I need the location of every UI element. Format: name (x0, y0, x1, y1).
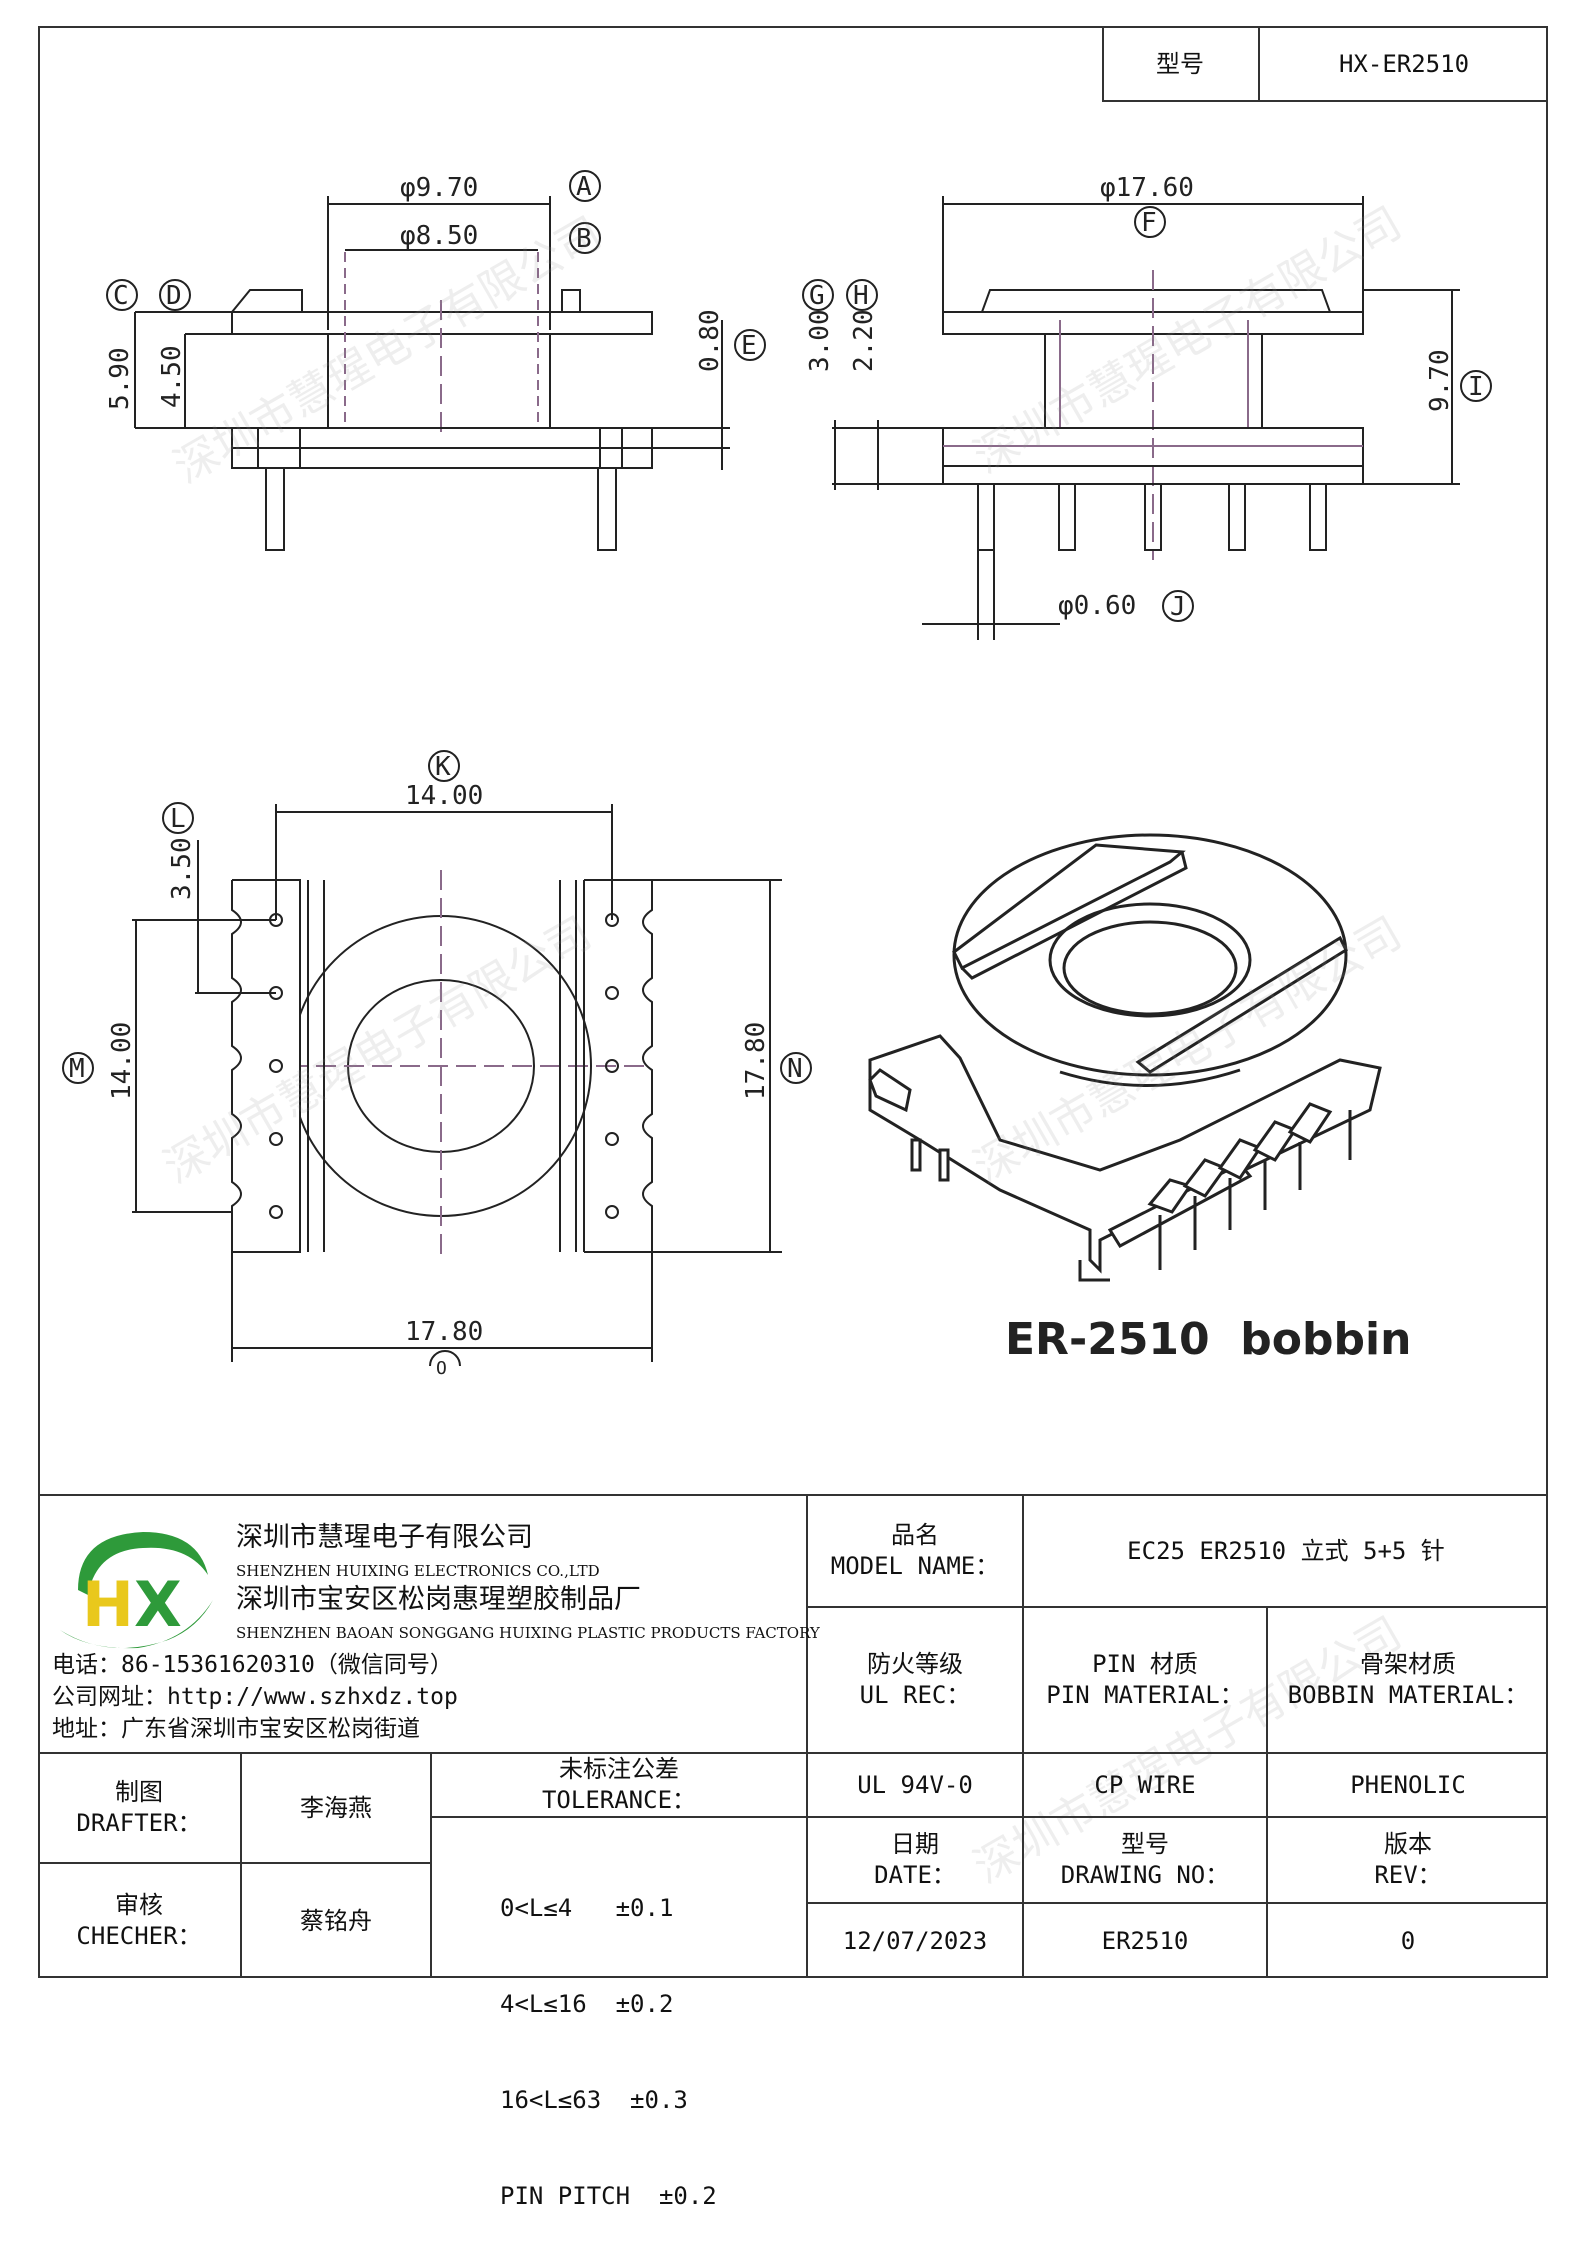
drafter-name: 李海燕 (300, 1793, 372, 1822)
dim-N-value: 17.80 (741, 1022, 771, 1100)
svg-text:D: D (166, 281, 182, 311)
model-label: 型号 (1156, 49, 1204, 78)
technical-drawing: φ9.70 A φ8.50 B C D 5.90 4.50 0.80 E (62, 170, 1492, 1379)
side-view: φ17.60 F G H 3.00 2.20 9.70 I φ0.60 J (802, 173, 1492, 640)
dim-B-value: φ8.50 (400, 221, 478, 251)
company-website: 公司网址：http://www.szhxdz.top (52, 1684, 458, 1710)
svg-text:N: N (787, 1054, 803, 1084)
company-name-en: SHENZHEN HUIXING ELECTRONICS CO.,LTD (236, 1562, 600, 1580)
rev-value: 0 (1400, 1926, 1416, 1955)
svg-text:K: K (435, 752, 451, 782)
ul-rec-value: UL 94V-0 (857, 1770, 973, 1799)
dim-E-value: 0.80 (695, 309, 725, 372)
svg-text:E: E (741, 331, 757, 361)
bottom-view: 14.00 K L 3.50 14.00 M 17.80 N 17.80 O (62, 750, 812, 1379)
model-box (1102, 26, 1548, 102)
company-logo: H X (48, 1520, 218, 1660)
dim-A-letter: A (576, 172, 592, 202)
bobbin-3d-picture (868, 833, 1382, 1282)
svg-text:H: H (853, 281, 869, 311)
pin-material-value: CP WIRE (1094, 1770, 1196, 1799)
dim-D-value: 4.50 (157, 345, 187, 408)
drawing-no-value: ER2510 (1101, 1926, 1189, 1955)
company-address: 地址：广东省深圳市宝安区松岗街道 (52, 1716, 420, 1742)
tolerance-values: 0<L≤4 ±0.1 4<L≤16 ±0.2 16<L≤63 ±0.3 PIN … (500, 1828, 717, 2244)
dim-J-value: φ0.60 (1058, 591, 1136, 621)
svg-text:J: J (1170, 592, 1186, 622)
dim-I-value: 9.70 (1425, 349, 1455, 412)
model-name-value: EC25 ER2510 立式 5+5 针 (1127, 1536, 1445, 1565)
dim-M-value: 14.00 (107, 1022, 137, 1100)
dim-C-value: 5.90 (105, 347, 135, 410)
svg-text:L: L (170, 804, 186, 834)
svg-text:F: F (1141, 208, 1157, 238)
svg-text:B: B (576, 224, 592, 254)
svg-text:I: I (1468, 372, 1484, 402)
company-name-cn: 深圳市慧瑆电子有限公司 (236, 1522, 533, 1553)
tolerance-row-1: 0<L≤4 ±0.1 (500, 1894, 674, 1922)
svg-text:O: O (436, 1358, 447, 1379)
factory-name-cn: 深圳市宝安区松岗惠瑆塑胶制品厂 (236, 1584, 641, 1615)
date-value: 12/07/2023 (842, 1926, 988, 1955)
dim-O-value: 17.80 (405, 1317, 483, 1347)
drawing-frame (38, 26, 1548, 1978)
dim-L-value: 3.50 (167, 837, 197, 900)
checker-name: 蔡铭舟 (300, 1906, 372, 1935)
company-phone: 电话：86-15361620310（微信同号） (52, 1652, 453, 1678)
dim-K-value: 14.00 (405, 781, 483, 811)
tolerance-row-2: 4<L≤16 ±0.2 (500, 1990, 674, 2018)
factory-name-en: SHENZHEN BAOAN SONGGANG HUIXING PLASTIC … (236, 1624, 820, 1642)
bobbin-material-value: PHENOLIC (1350, 1770, 1466, 1799)
svg-text:C: C (113, 281, 129, 311)
product-caption: ER-2510 bobbin (1005, 1314, 1411, 1365)
dim-F-value: φ17.60 (1100, 173, 1194, 203)
front-view: φ9.70 A φ8.50 B C D 5.90 4.50 0.80 E (105, 170, 766, 551)
svg-text:X: X (134, 1568, 182, 1641)
svg-text:G: G (809, 281, 825, 311)
logo-text: H (82, 1568, 134, 1641)
tolerance-row-3: 16<L≤63 ±0.3 (500, 2086, 688, 2114)
dim-G-value: 3.00 (805, 309, 835, 372)
svg-text:M: M (69, 1054, 85, 1084)
dim-A-value: φ9.70 (400, 173, 478, 203)
model-value: HX-ER2510 (1338, 49, 1470, 78)
tolerance-row-4: PIN PITCH ±0.2 (500, 2182, 717, 2210)
dim-H-value: 2.20 (849, 309, 879, 372)
